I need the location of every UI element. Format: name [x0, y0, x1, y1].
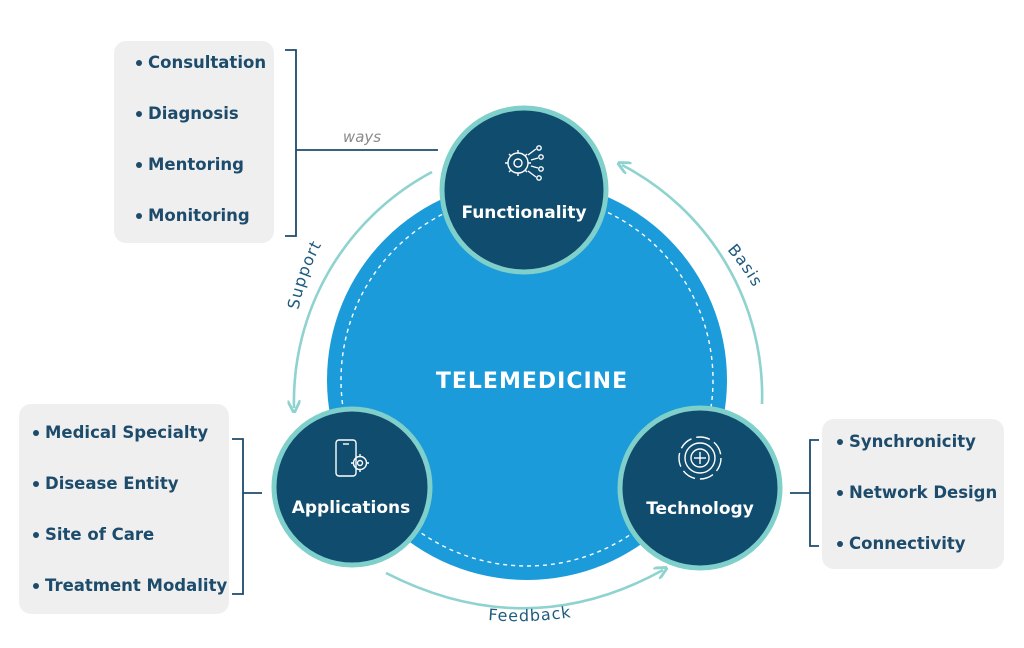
support-arrow [294, 170, 433, 408]
basis-arrow [622, 165, 764, 405]
list-item: Diagnosis [136, 104, 274, 124]
technology-label: Technology [646, 499, 754, 519]
technology-list-box: Synchronicity Network Design Connectivit… [822, 419, 1004, 569]
list-item: Treatment Modality [33, 576, 229, 596]
center-label: TELEMEDICINE [436, 369, 628, 394]
list-item: Disease Entity [33, 474, 229, 494]
list-item: Connectivity [837, 534, 1004, 554]
target-plus-icon [678, 436, 722, 480]
technology-list: Synchronicity Network Design Connectivit… [837, 432, 1004, 554]
applications-list: Medical Specialty Disease Entity Site of… [33, 423, 229, 596]
support-label: Support [284, 237, 326, 311]
basis-label: Basis [724, 240, 767, 290]
applications-node[interactable]: Applications [271, 406, 433, 568]
functionality-list: Consultation Diagnosis Mentoring Monitor… [136, 53, 274, 226]
functionality-label: Functionality [461, 203, 586, 223]
applications-list-box: Medical Specialty Disease Entity Site of… [19, 404, 229, 614]
list-item: Site of Care [33, 525, 229, 545]
list-item: Consultation [136, 53, 274, 73]
dashed-orbit-ring [340, 193, 714, 567]
functionality-list-box: Consultation Diagnosis Mentoring Monitor… [114, 41, 274, 243]
feedback-label: Feedback [488, 602, 573, 625]
applications-label: Applications [292, 498, 411, 518]
feedback-arrow [385, 570, 663, 610]
functionality-node[interactable]: Functionality [439, 105, 609, 275]
phone-gear-icon [335, 439, 369, 477]
list-item: Network Design [837, 483, 1004, 503]
functionality-bracket [285, 49, 438, 237]
gear-network-icon [505, 145, 544, 181]
technology-node[interactable]: Technology [617, 405, 783, 571]
list-item: Monitoring [136, 206, 274, 226]
applications-bracket [232, 438, 262, 595]
ways-label: ways [343, 128, 381, 146]
list-item: Medical Specialty [33, 423, 229, 443]
list-item: Synchronicity [837, 432, 1004, 452]
technology-bracket [790, 439, 819, 547]
list-item: Mentoring [136, 155, 274, 175]
